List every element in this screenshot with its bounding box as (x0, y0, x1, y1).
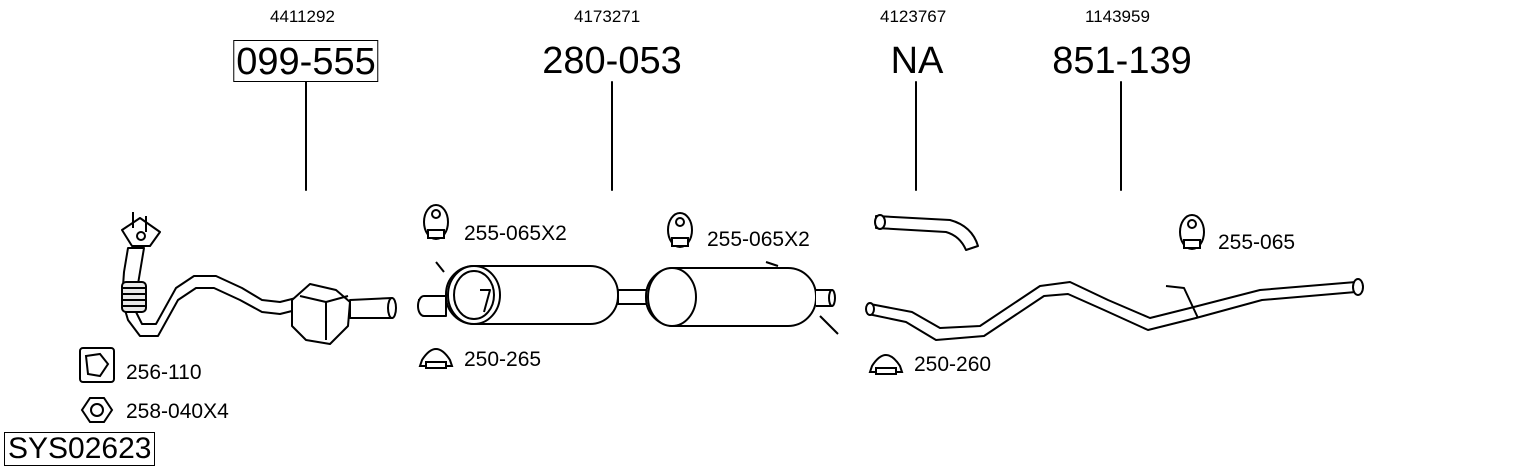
rubber-hanger-icon (1179, 214, 1205, 250)
ref-number: 4173271 (574, 7, 641, 26)
system-code: SYS02623 (4, 432, 156, 466)
clamp-icon (868, 354, 904, 375)
accessory-label[interactable]: 256-110 (126, 361, 202, 384)
accessory-label[interactable]: 258-040X4 (126, 400, 229, 423)
accessory-label[interactable]: 250-265 (464, 348, 542, 371)
gasket-icon (79, 347, 115, 383)
part-number-link[interactable]: 099-555 (233, 40, 379, 82)
clamp-icon (418, 348, 454, 369)
accessory-label[interactable]: 250-260 (914, 353, 992, 376)
nut-icon (80, 397, 114, 423)
accessory-label[interactable]: 255-065 (1218, 231, 1296, 254)
rubber-hanger-icon (667, 212, 693, 248)
part-number-link[interactable]: 851-139 (1052, 40, 1192, 82)
part-number-link[interactable]: NA (890, 40, 944, 82)
middle-silencer (417, 261, 839, 335)
accessory-label[interactable]: 255-065X2 (464, 222, 567, 245)
rubber-hanger-icon (423, 204, 449, 240)
intermediate-pipe (874, 214, 979, 251)
tail-pipe (865, 278, 1364, 341)
accessory-label[interactable]: 255-065X2 (707, 228, 810, 251)
ref-number: 4411292 (270, 7, 335, 26)
part-number-link[interactable]: 280-053 (542, 40, 682, 82)
ref-number: 4123767 (880, 7, 947, 26)
ref-number: 1143959 (1085, 7, 1150, 26)
front-pipe-catalyst (121, 212, 397, 345)
